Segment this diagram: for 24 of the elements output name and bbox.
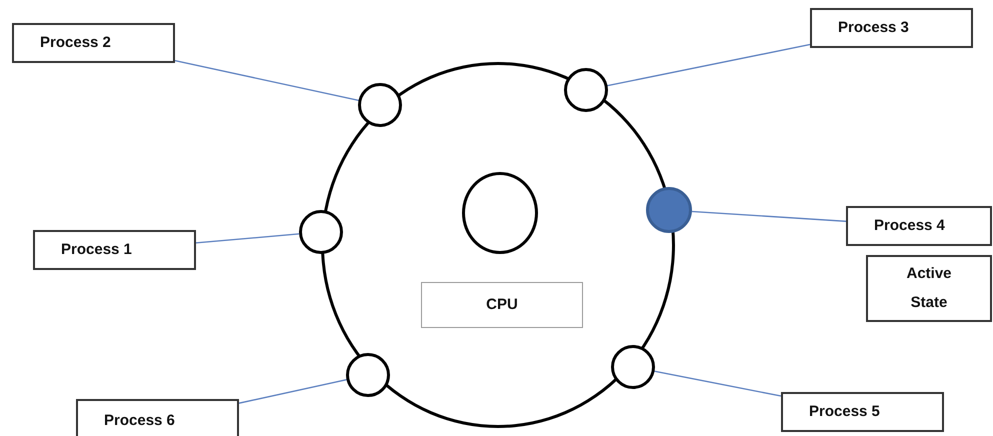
connector-line [692, 210, 846, 222]
process-circle [299, 210, 343, 254]
process-box [810, 8, 973, 48]
connector-line [174, 60, 359, 101]
process-box [781, 392, 944, 432]
process-box [846, 206, 992, 246]
cpu-box [421, 282, 583, 328]
process-box [12, 23, 175, 63]
state-box [866, 255, 992, 322]
box-label: Process 2 [40, 32, 111, 53]
box-label: Process 1 [61, 240, 132, 260]
active-process-circle [646, 187, 692, 233]
connector-line [196, 233, 300, 244]
box-label: Process 3 [838, 18, 909, 38]
process-box [76, 399, 239, 436]
box-label: Process 6 [104, 410, 175, 431]
box-label: CPU [486, 294, 518, 315]
connector-line [238, 379, 347, 404]
process-box [33, 230, 196, 270]
box-label: Process 5 [809, 402, 880, 422]
box-label: Active State [905, 264, 953, 312]
box-label: Process 4 [874, 216, 945, 236]
connector-line [607, 44, 810, 86]
connector-line [654, 370, 782, 397]
